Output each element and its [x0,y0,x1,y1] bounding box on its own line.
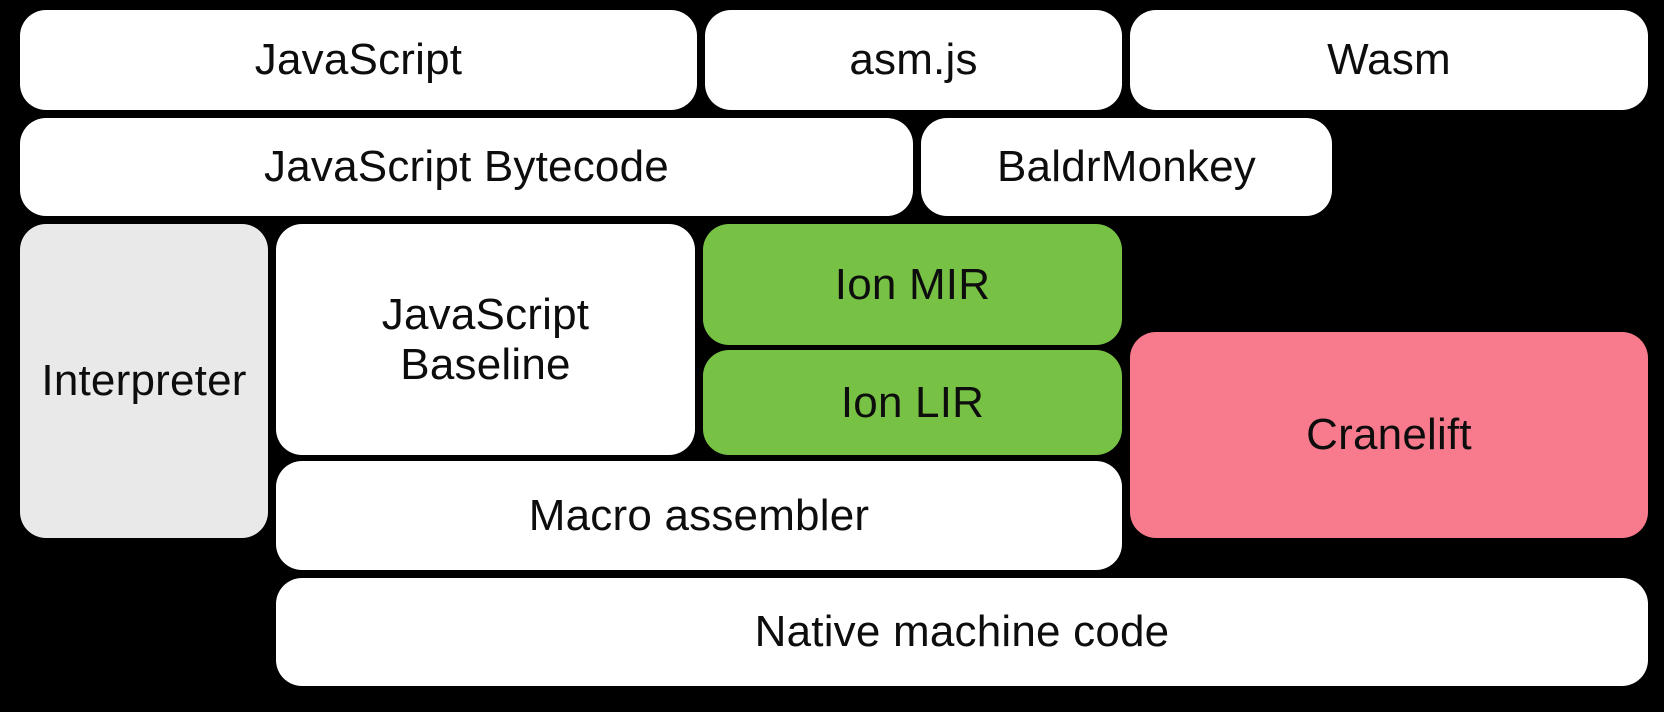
node-wasm: Wasm [1130,10,1648,110]
node-native-machine-code: Native machine code [276,578,1648,686]
node-asm-js: asm.js [705,10,1122,110]
node-baldrmonkey: BaldrMonkey [921,118,1332,216]
node-ion-mir: Ion MIR [703,224,1122,345]
node-cranelift: Cranelift [1130,332,1648,538]
node-macro-assembler: Macro assembler [276,461,1122,570]
node-javascript-baseline: JavaScript Baseline [276,224,695,455]
node-javascript-bytecode: JavaScript Bytecode [20,118,913,216]
node-interpreter: Interpreter [20,224,268,538]
node-ion-lir: Ion LIR [703,350,1122,455]
node-javascript-source: JavaScript [20,10,697,110]
